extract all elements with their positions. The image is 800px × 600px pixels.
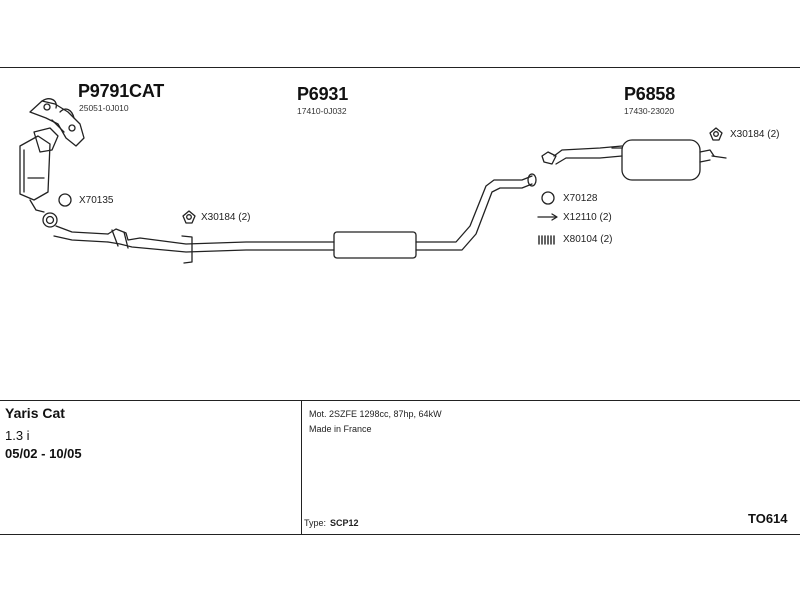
front-catalyst-part: [19, 98, 109, 243]
info-column-divider: [301, 400, 302, 535]
diagram-frame: [0, 67, 800, 535]
accessory-label-mount-rear: X30184 (2): [730, 129, 780, 140]
middle-part-code: P6931: [297, 84, 349, 104]
engine-info: Mot. 2SZFE 1298cc, 87hp, 64kW: [309, 409, 442, 419]
accessory-label-ring-front: X70135: [79, 195, 114, 206]
set-code: TO614: [748, 511, 788, 526]
front-part-code: P9791CAT: [78, 81, 165, 101]
rubber-mount-icon: [709, 127, 723, 141]
made-in-note: Made in France: [309, 424, 372, 434]
type-row: Type:SCP12: [304, 518, 359, 528]
accessory-label-bolt: X12110 (2): [563, 212, 612, 223]
vehicle-years: 05/02 - 10/05: [5, 446, 82, 461]
gasket-ring-icon: [541, 191, 555, 205]
gasket-ring-icon: [58, 193, 72, 207]
vehicle-engine: 1.3 i: [5, 428, 30, 443]
type-value: SCP12: [330, 518, 359, 528]
rear-part-oe-number: 17430-23020: [624, 106, 675, 116]
spring-icon: [538, 235, 555, 245]
middle-silencer-part: [107, 173, 537, 264]
rear-silencer-part: [541, 139, 727, 181]
accessory-label-spring: X80104 (2): [563, 234, 613, 245]
exhaust-system-drawing: [19, 98, 727, 264]
bolt-icon: [537, 213, 558, 221]
front-part-oe-number: 25051-0J010: [79, 103, 129, 113]
vehicle-model: Yaris Cat: [5, 405, 65, 421]
rubber-mount-icon: [182, 210, 196, 224]
info-divider: [0, 400, 800, 401]
rear-part-code: P6858: [624, 84, 676, 104]
accessory-label-ring-rear: X70128: [563, 193, 598, 204]
middle-part-oe-number: 17410-0J032: [297, 106, 347, 116]
type-label: Type:: [304, 518, 327, 528]
accessory-label-mount-front: X30184 (2): [201, 212, 251, 223]
